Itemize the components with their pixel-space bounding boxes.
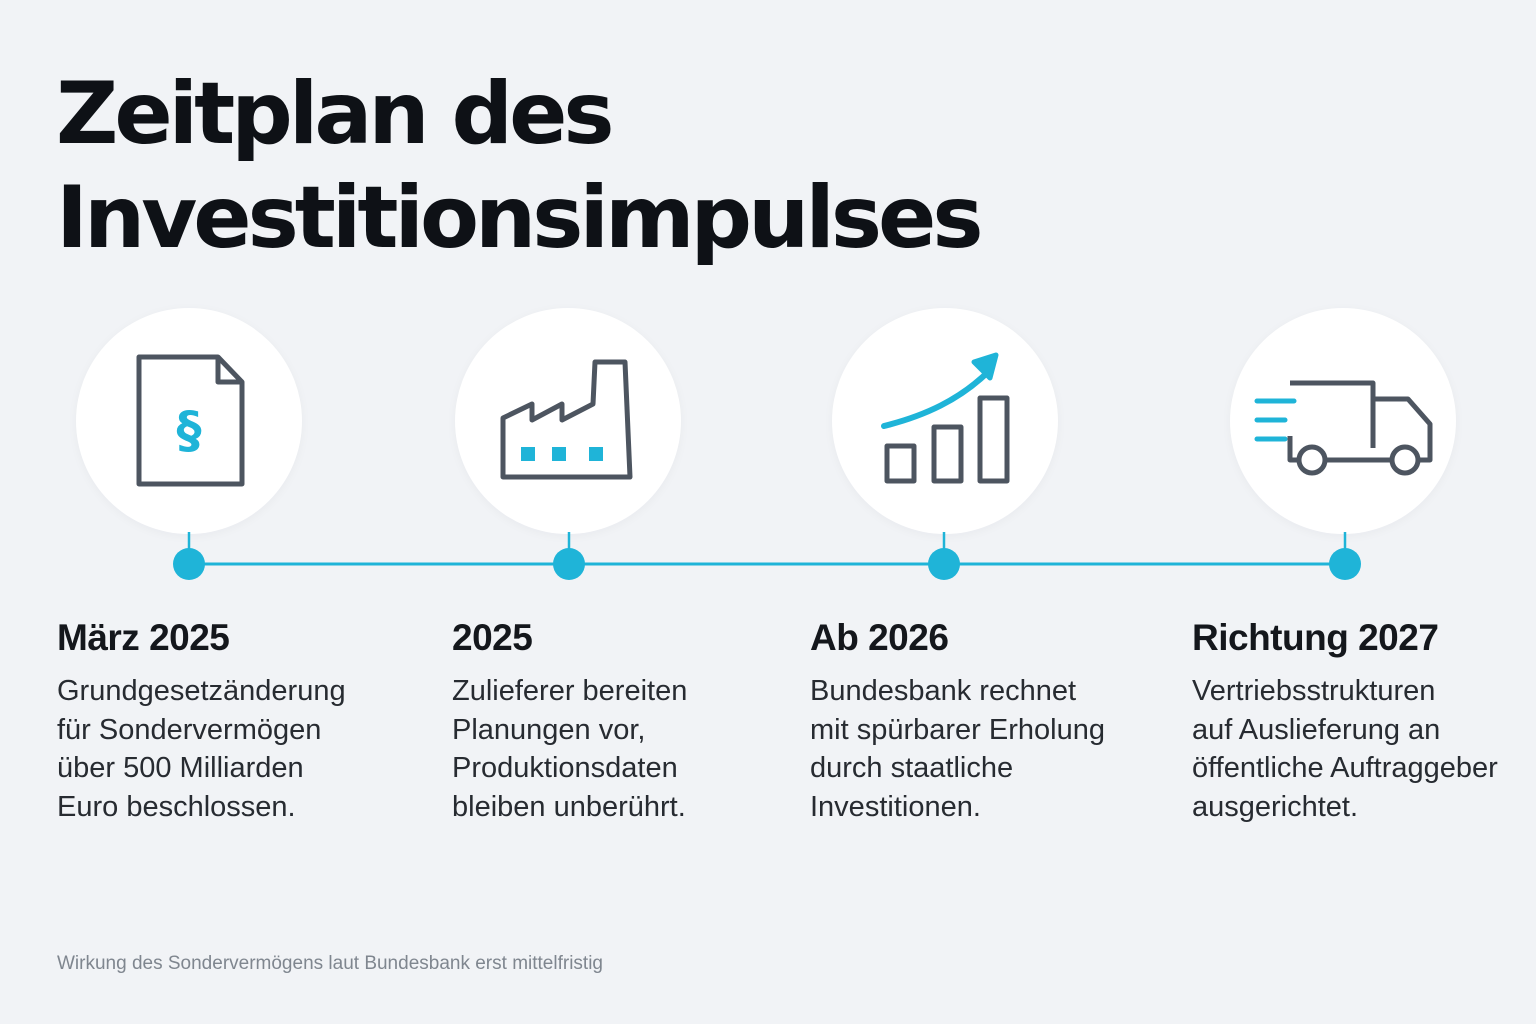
step-2-line: Zulieferer bereiten xyxy=(452,675,688,707)
delivery-truck-icon xyxy=(1254,380,1433,476)
timeline xyxy=(173,532,1361,580)
title-line-1: Zeitplan des xyxy=(56,64,615,164)
step-2-line: bleiben unberührt. xyxy=(452,790,686,823)
step-4-line: Vertriebsstrukturen xyxy=(1192,675,1436,707)
step-3-line: durch staatliche xyxy=(810,752,1014,784)
step-4-icon-circle xyxy=(1230,308,1456,534)
step-2-description: Zulieferer bereiten Planungen vor, Produ… xyxy=(452,672,687,826)
step-3-description: Bundesbank rechnet mit spürbarer Erholun… xyxy=(810,672,1105,826)
step-2-line: Planungen vor, xyxy=(452,713,646,746)
step-3-line: Investitionen. xyxy=(810,790,981,823)
paragraph-sign: § xyxy=(177,401,202,459)
factory-window xyxy=(589,447,603,461)
step-3-date: Ab 2026 xyxy=(810,617,949,658)
step-3-line: mit spürbarer Erholung xyxy=(810,713,1105,746)
step-1-description: Grundgesetzänderung für Sondervermögen ü… xyxy=(57,672,346,826)
step-1-line: Euro beschlossen. xyxy=(57,790,296,823)
step-4-line: öffentliche Auftraggeber xyxy=(1192,752,1498,784)
timeline-dot xyxy=(173,548,205,580)
step-3-line: Bundesbank rechnet xyxy=(810,675,1077,707)
step-1-icon-circle: § xyxy=(76,308,302,534)
timeline-dot xyxy=(928,548,960,580)
paragraph-document-icon: § xyxy=(136,354,245,487)
rising-bar-chart-icon xyxy=(881,352,1010,484)
title-line-2: Investitionsimpulses xyxy=(56,168,984,268)
step-3-icon-circle xyxy=(832,308,1058,534)
step-2-line: Produktionsdaten xyxy=(452,752,678,784)
step-1-date: März 2025 xyxy=(57,617,230,658)
timeline-dot xyxy=(1329,548,1361,580)
step-4-description: Vertriebsstrukturen auf Auslieferung an … xyxy=(1192,672,1498,826)
step-4-line: ausgerichtet. xyxy=(1192,790,1359,823)
step-2-date: 2025 xyxy=(452,617,533,658)
footnote: Wirkung des Sondervermögens laut Bundesb… xyxy=(57,953,603,974)
step-4-line: auf Auslieferung an xyxy=(1192,713,1441,746)
step-2-icon-circle xyxy=(455,308,681,534)
factory-window xyxy=(552,447,566,461)
step-1-line: über 500 Milliarden xyxy=(57,752,304,784)
timeline-dot xyxy=(553,548,585,580)
factory-icon xyxy=(500,359,633,480)
step-4-date: Richtung 2027 xyxy=(1192,617,1439,658)
page-title: Zeitplan des Investitionsimpulses xyxy=(56,62,1056,270)
step-1-line: Grundgesetzänderung xyxy=(57,675,346,707)
factory-window xyxy=(521,447,535,461)
step-1-line: für Sondervermögen xyxy=(57,713,322,746)
